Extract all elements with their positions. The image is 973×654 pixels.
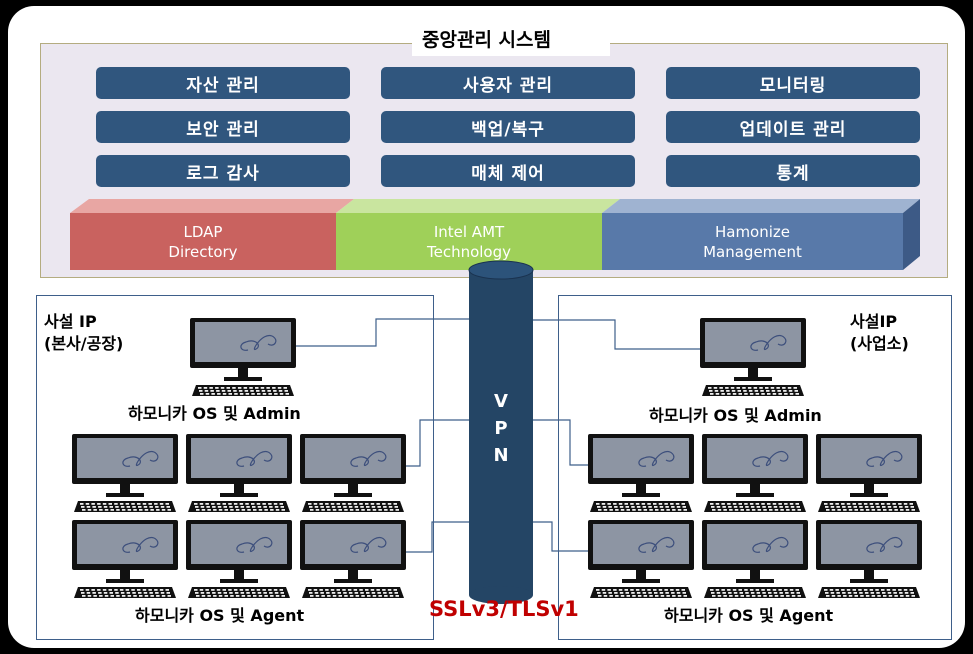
statistics-box: 통계 — [666, 155, 920, 187]
right-admin-computer-icon — [700, 318, 806, 396]
left-agent-computer-icon-3 — [300, 434, 406, 512]
left-admin-caption: 하모니카 OS 및 Admin — [128, 404, 301, 423]
backup-restore-box: 백업/복구 — [381, 111, 635, 143]
left-agent-computer-icon-5 — [186, 520, 292, 598]
left-site-label: 사설 IP(본사/공장) — [44, 312, 124, 353]
right-agent-computer-icon-5 — [702, 520, 808, 598]
right-agent-computer-icon-6 — [816, 520, 922, 598]
left-agent-caption: 하모니카 OS 및 Agent — [135, 606, 305, 625]
right-agent-computer-icon-4 — [588, 520, 694, 598]
user-management-box: 사용자 관리 — [381, 67, 635, 99]
left-agent-computer-icon-6 — [300, 520, 406, 598]
left-agent-computer-icon-2 — [186, 434, 292, 512]
left-admin-computer-icon — [190, 318, 296, 396]
connection-lines — [290, 318, 700, 553]
right-site-label: 사설IP(사업소) — [850, 312, 909, 353]
monitoring-box: 모니터링 — [666, 67, 920, 99]
update-management-box: 업데이트 관리 — [666, 111, 920, 143]
left-agent-computer-icon-1 — [72, 434, 178, 512]
right-agent-computer-icon-2 — [702, 434, 808, 512]
vpn-cylinder — [468, 260, 534, 604]
asset-management-box: 자산 관리 — [96, 67, 350, 99]
right-agent-computer-icon-3 — [816, 434, 922, 512]
security-management-box: 보안 관리 — [96, 111, 350, 143]
right-admin-caption: 하모니카 OS 및 Admin — [649, 406, 822, 425]
left-agent-computer-icon-4 — [72, 520, 178, 598]
central-title: 중앙관리 시스템 — [422, 29, 551, 51]
right-agent-caption: 하모니카 OS 및 Agent — [664, 606, 834, 625]
log-audit-box: 로그 감사 — [96, 155, 350, 187]
right-agent-computer-icon-1 — [588, 434, 694, 512]
media-control-box: 매체 제어 — [381, 155, 635, 187]
protocol-label: SSLv3/TLSv1 — [429, 597, 579, 621]
